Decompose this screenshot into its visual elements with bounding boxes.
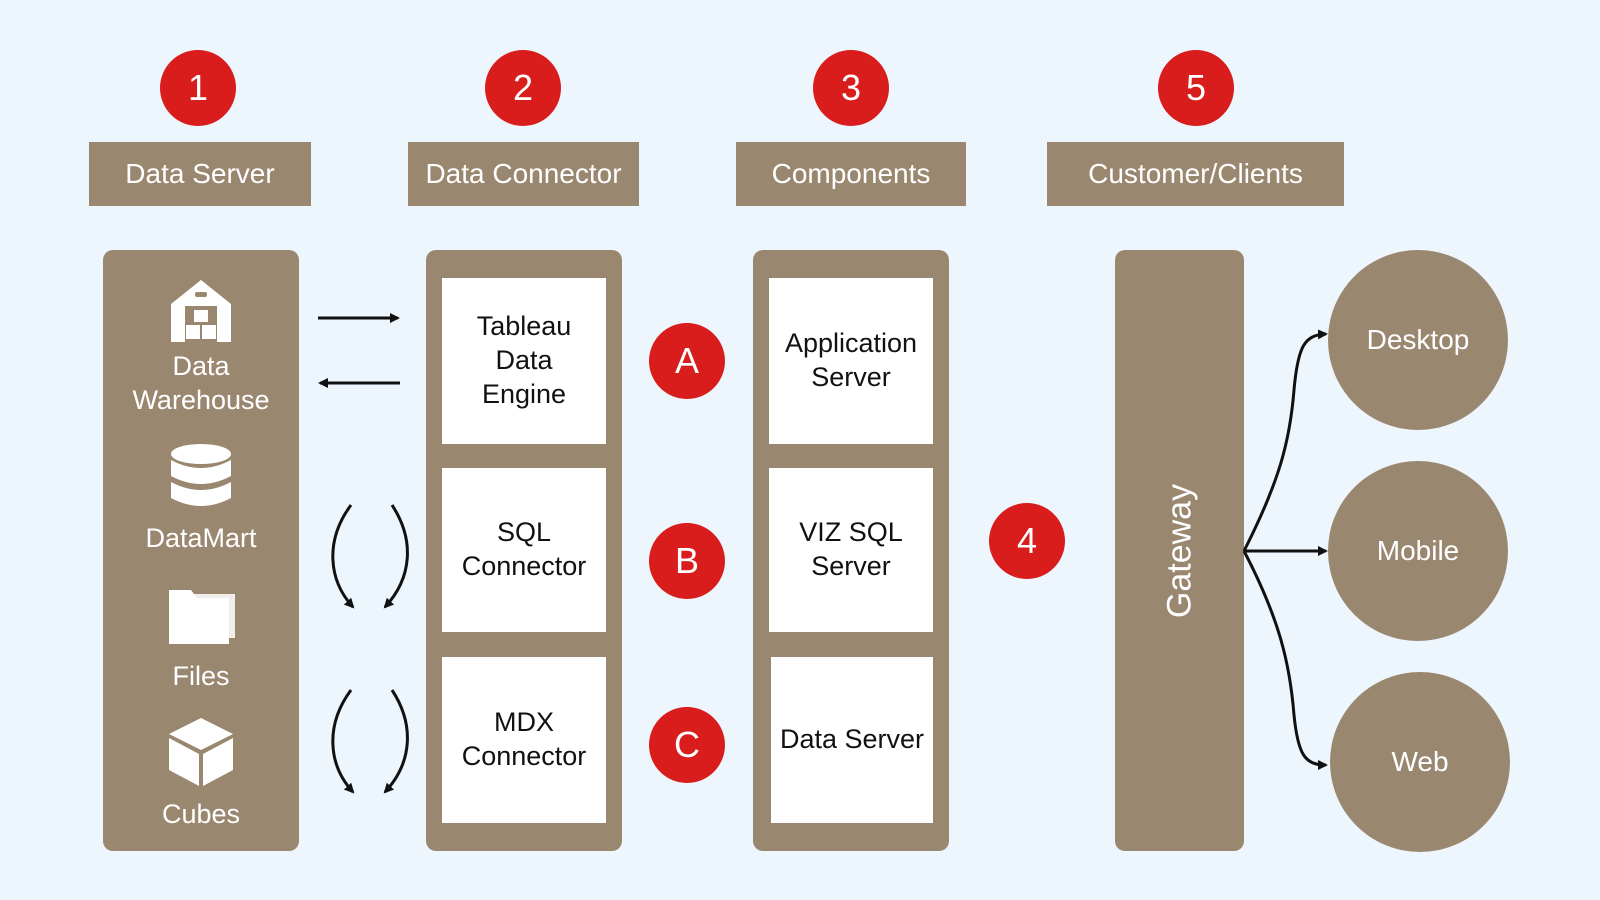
components-column: Application Server VIZ SQL Server Data S… [753, 250, 949, 851]
tableau-data-engine-box: Tableau Data Engine [442, 278, 606, 444]
client-mobile: Mobile [1328, 461, 1508, 641]
client-web: Web [1330, 672, 1510, 852]
curve-mdx-right [383, 689, 409, 794]
step-2-badge: 2 [485, 50, 561, 126]
viz-sql-server-box: VIZ SQL Server [769, 468, 933, 632]
database-icon [171, 444, 231, 506]
mdx-connector-box: MDX Connector [442, 657, 606, 823]
client-desktop: Desktop [1328, 250, 1508, 430]
header-components: Components [736, 142, 966, 206]
source-files: Files [172, 661, 230, 691]
curve-mdx-left [331, 689, 355, 794]
step-1-badge: 1 [160, 50, 236, 126]
marker-b: B [649, 523, 725, 599]
folder-icon [169, 590, 235, 644]
arrow-to-web [1242, 550, 1328, 770]
arrow-to-desktop [1242, 329, 1328, 552]
header-data-connector: Data Connector [408, 142, 639, 206]
source-datamart: DataMart [145, 523, 257, 553]
data-connector-column: Tableau Data Engine SQL Connector MDX Co… [426, 250, 622, 851]
sql-connector-box: SQL Connector [442, 468, 606, 632]
source-data-warehouse: Data Warehouse [132, 351, 270, 415]
cube-icon [169, 718, 233, 786]
data-server-box: Data Server [771, 657, 933, 823]
data-server-column: Data Warehouse DataMart Files Cubes [103, 250, 299, 851]
header-customer-clients: Customer/Clients [1047, 142, 1344, 206]
curve-sql-right [383, 504, 409, 609]
header-data-server: Data Server [89, 142, 311, 206]
source-cubes: Cubes [161, 799, 241, 829]
step-4-badge: 4 [989, 503, 1065, 579]
application-server-box: Application Server [769, 278, 933, 444]
warehouse-icon [171, 280, 231, 342]
step-3-badge: 3 [813, 50, 889, 126]
gateway-bar: Gateway [1115, 250, 1244, 851]
step-5-badge: 5 [1158, 50, 1234, 126]
marker-c: C [649, 707, 725, 783]
marker-a: A [649, 323, 725, 399]
curve-sql-left [331, 504, 355, 609]
